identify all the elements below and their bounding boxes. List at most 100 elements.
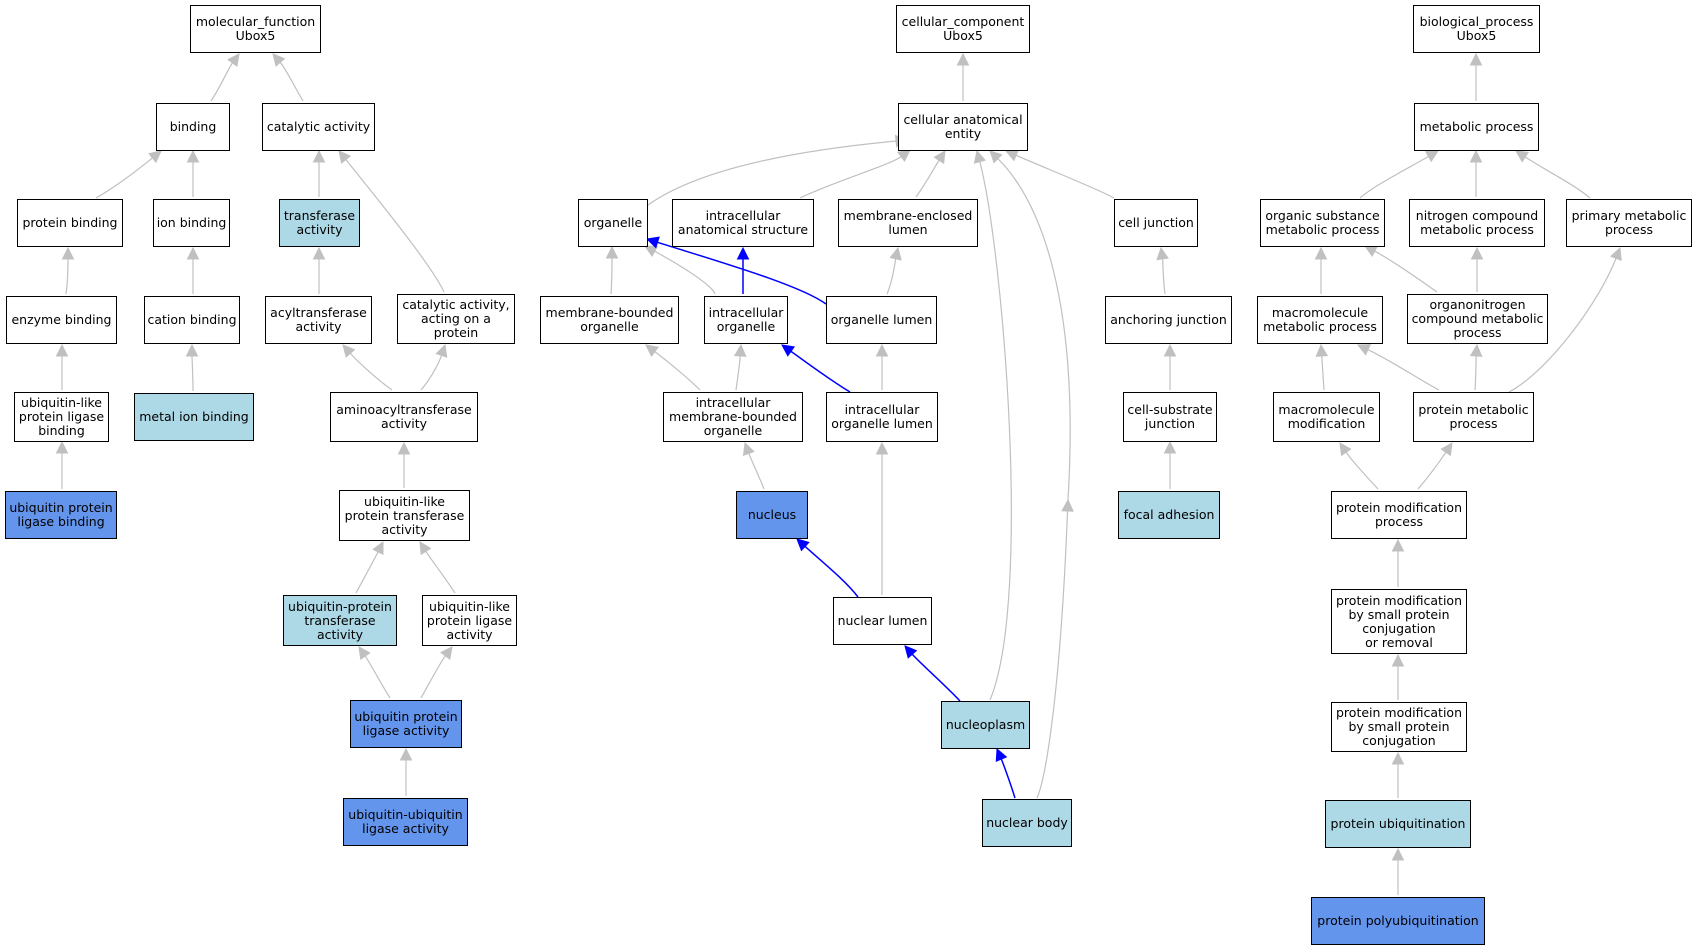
edge-arrowhead bbox=[1339, 442, 1352, 457]
edge-line bbox=[95, 157, 153, 199]
edge-arrowhead bbox=[1391, 538, 1405, 552]
go-term-node-binding[interactable]: binding bbox=[156, 103, 230, 151]
edge-aminoacyl-to-catalytic-protein bbox=[420, 343, 448, 391]
edge-arrowhead bbox=[1424, 150, 1439, 163]
go-term-node-enzyme-binding[interactable]: enzyme binding bbox=[6, 296, 117, 344]
edge-arrowhead bbox=[889, 246, 902, 261]
edge-nucleoplasm-to-cae bbox=[973, 149, 1012, 701]
edge-arrowhead bbox=[55, 440, 69, 454]
go-term-node-imbo[interactable]: intracellular membrane-bounded organelle bbox=[663, 392, 803, 442]
edge-line bbox=[1374, 250, 1438, 293]
edge-line bbox=[915, 159, 940, 198]
go-term-node-anchoring[interactable]: anchoring junction bbox=[1105, 296, 1232, 344]
edge-ubl-ligase-to-ubl-transferase bbox=[419, 541, 456, 594]
go-term-node-pmod-spc[interactable]: protein modification by small protein co… bbox=[1331, 702, 1467, 752]
edge-prot-met-to-pmp bbox=[1508, 246, 1622, 393]
go-term-node-ubub-ligase[interactable]: ubiquitin-ubiquitin ligase activity bbox=[343, 798, 468, 846]
go-term-node-ncmp[interactable]: nitrogen compound metabolic process bbox=[1409, 199, 1545, 247]
go-term-node-ub-transferase[interactable]: ubiquitin-protein transferase activity bbox=[283, 595, 397, 646]
go-term-node-osmp[interactable]: organic substance metabolic process bbox=[1260, 199, 1385, 247]
go-term-node-acyltransferase[interactable]: acyltransferase activity bbox=[265, 296, 372, 344]
go-term-node-pmp[interactable]: primary metabolic process bbox=[1566, 199, 1692, 247]
go-term-node-csj[interactable]: cell-substrate junction bbox=[1123, 392, 1217, 442]
go-term-node-nuclear-lumen[interactable]: nuclear lumen bbox=[833, 597, 932, 645]
go-term-node-mf-root[interactable]: molecular_function Ubox5 bbox=[190, 5, 321, 53]
go-term-node-catalytic-protein[interactable]: catalytic activity, acting on a protein bbox=[397, 294, 515, 344]
edge-mbo-to-organelle bbox=[605, 245, 619, 295]
go-term-node-ion-binding[interactable]: ion binding bbox=[153, 199, 230, 247]
go-term-node-catalytic[interactable]: catalytic activity bbox=[262, 103, 375, 151]
go-term-node-oncmp[interactable]: organonitrogen compound metabolic proces… bbox=[1407, 294, 1548, 344]
go-term-node-ppolyubiq[interactable]: protein polyubiquitination bbox=[1311, 897, 1485, 945]
edge-arrowhead bbox=[645, 236, 660, 249]
edge-arrowhead bbox=[312, 149, 326, 163]
edge-line bbox=[1524, 156, 1591, 199]
go-term-node-nuclear-body[interactable]: nuclear body bbox=[982, 799, 1072, 847]
edge-pubiq-to-pmod-spc bbox=[1391, 751, 1405, 798]
go-term-node-ub-ligase[interactable]: ubiquitin protein ligase activity bbox=[350, 700, 462, 748]
go-term-node-ubl-ligase-binding[interactable]: ubiquitin-like protein ligase binding bbox=[14, 392, 109, 442]
edge-arrowhead bbox=[440, 646, 453, 660]
edge-line bbox=[1508, 258, 1617, 393]
edge-arrowhead bbox=[55, 343, 69, 357]
go-term-node-metal-ion[interactable]: metal ion binding bbox=[134, 393, 254, 441]
go-term-node-nucleus[interactable]: nucleus bbox=[736, 491, 808, 539]
go-term-node-bp-root[interactable]: biological_process Ubox5 bbox=[1413, 5, 1540, 53]
go-term-node-cell-junction[interactable]: cell junction bbox=[1114, 199, 1198, 247]
edge-arrowhead bbox=[736, 246, 750, 260]
go-term-node-protein-binding[interactable]: protein binding bbox=[17, 199, 123, 247]
go-term-node-mbo[interactable]: membrane-bounded organelle bbox=[540, 296, 679, 344]
edge-line bbox=[790, 350, 851, 393]
go-term-node-mel[interactable]: membrane-enclosed lumen bbox=[838, 199, 978, 247]
edge-arrowhead bbox=[995, 747, 1008, 763]
edge-ol-to-mel bbox=[886, 246, 902, 295]
go-term-node-focal[interactable]: focal adhesion bbox=[1118, 491, 1220, 539]
go-term-node-nucleoplasm[interactable]: nucleoplasm bbox=[941, 701, 1030, 749]
go-term-node-cation-binding[interactable]: cation binding bbox=[144, 296, 240, 344]
edge-line bbox=[610, 257, 613, 295]
edge-metal-ion-to-cation-binding bbox=[185, 343, 199, 392]
go-term-node-iol[interactable]: intracellular organelle lumen bbox=[826, 392, 938, 442]
go-term-node-prot-met[interactable]: protein metabolic process bbox=[1413, 392, 1534, 442]
edge-line bbox=[65, 258, 69, 295]
edge-arrowhead bbox=[1004, 149, 1020, 162]
edge-line bbox=[1015, 154, 1115, 199]
edge-arrowhead bbox=[358, 646, 371, 661]
edge-arrowhead bbox=[372, 540, 384, 556]
go-term-node-pmod-spcr[interactable]: protein modification by small protein co… bbox=[1331, 589, 1467, 654]
edge-ubl-ligase-binding-to-enzyme-binding bbox=[55, 343, 69, 390]
go-term-node-io[interactable]: intracellular organelle bbox=[704, 296, 788, 344]
edge-line bbox=[420, 655, 446, 699]
go-term-node-ub-ligase-binding[interactable]: ubiquitin protein ligase binding bbox=[5, 491, 117, 539]
edge-arrowhead bbox=[1440, 442, 1453, 457]
edge-arrowhead bbox=[973, 149, 987, 164]
go-term-node-ubl-ligase[interactable]: ubiquitin-like protein ligase activity bbox=[422, 595, 517, 646]
go-term-node-metabolic[interactable]: metabolic process bbox=[1414, 103, 1539, 151]
go-term-node-organelle[interactable]: organelle bbox=[578, 199, 648, 247]
edge-ub-transferase-to-ubl-transferase bbox=[355, 540, 384, 594]
go-term-node-pmod[interactable]: protein modification process bbox=[1331, 491, 1467, 539]
go-term-node-aminoacyl[interactable]: aminoacyltransferase activity bbox=[330, 392, 478, 442]
edge-line bbox=[345, 159, 445, 293]
edge-arrowhead bbox=[272, 53, 286, 67]
go-term-node-ol[interactable]: organelle lumen bbox=[826, 296, 937, 344]
edge-prot-met-to-mmp bbox=[1356, 344, 1440, 391]
edge-line bbox=[1321, 355, 1325, 391]
edge-line bbox=[349, 352, 393, 391]
edge-arrowhead bbox=[342, 344, 356, 358]
go-term-node-ubl-transferase[interactable]: ubiquitin-like protein transferase activ… bbox=[339, 490, 470, 541]
edge-arrowhead bbox=[875, 343, 889, 357]
edge-arrowhead bbox=[1356, 344, 1372, 356]
edge-arrowhead bbox=[875, 441, 889, 455]
go-term-node-mmp[interactable]: macromolecule metabolic process bbox=[1257, 296, 1383, 344]
go-term-node-ias[interactable]: intracellular anatomical structure bbox=[672, 199, 814, 247]
edge-arrowhead bbox=[1163, 440, 1177, 454]
edge-catalytic-protein-to-catalytic bbox=[338, 150, 445, 293]
edge-line bbox=[1359, 155, 1429, 199]
go-term-node-mm-mod[interactable]: macromolecule modification bbox=[1273, 392, 1380, 442]
go-term-node-cae[interactable]: cellular anatomical entity bbox=[898, 103, 1028, 151]
go-term-node-cc-root[interactable]: cellular_component Ubox5 bbox=[896, 5, 1030, 53]
go-term-node-transferase[interactable]: transferase activity bbox=[279, 199, 360, 247]
go-term-node-pubiq[interactable]: protein ubiquitination bbox=[1325, 800, 1471, 848]
